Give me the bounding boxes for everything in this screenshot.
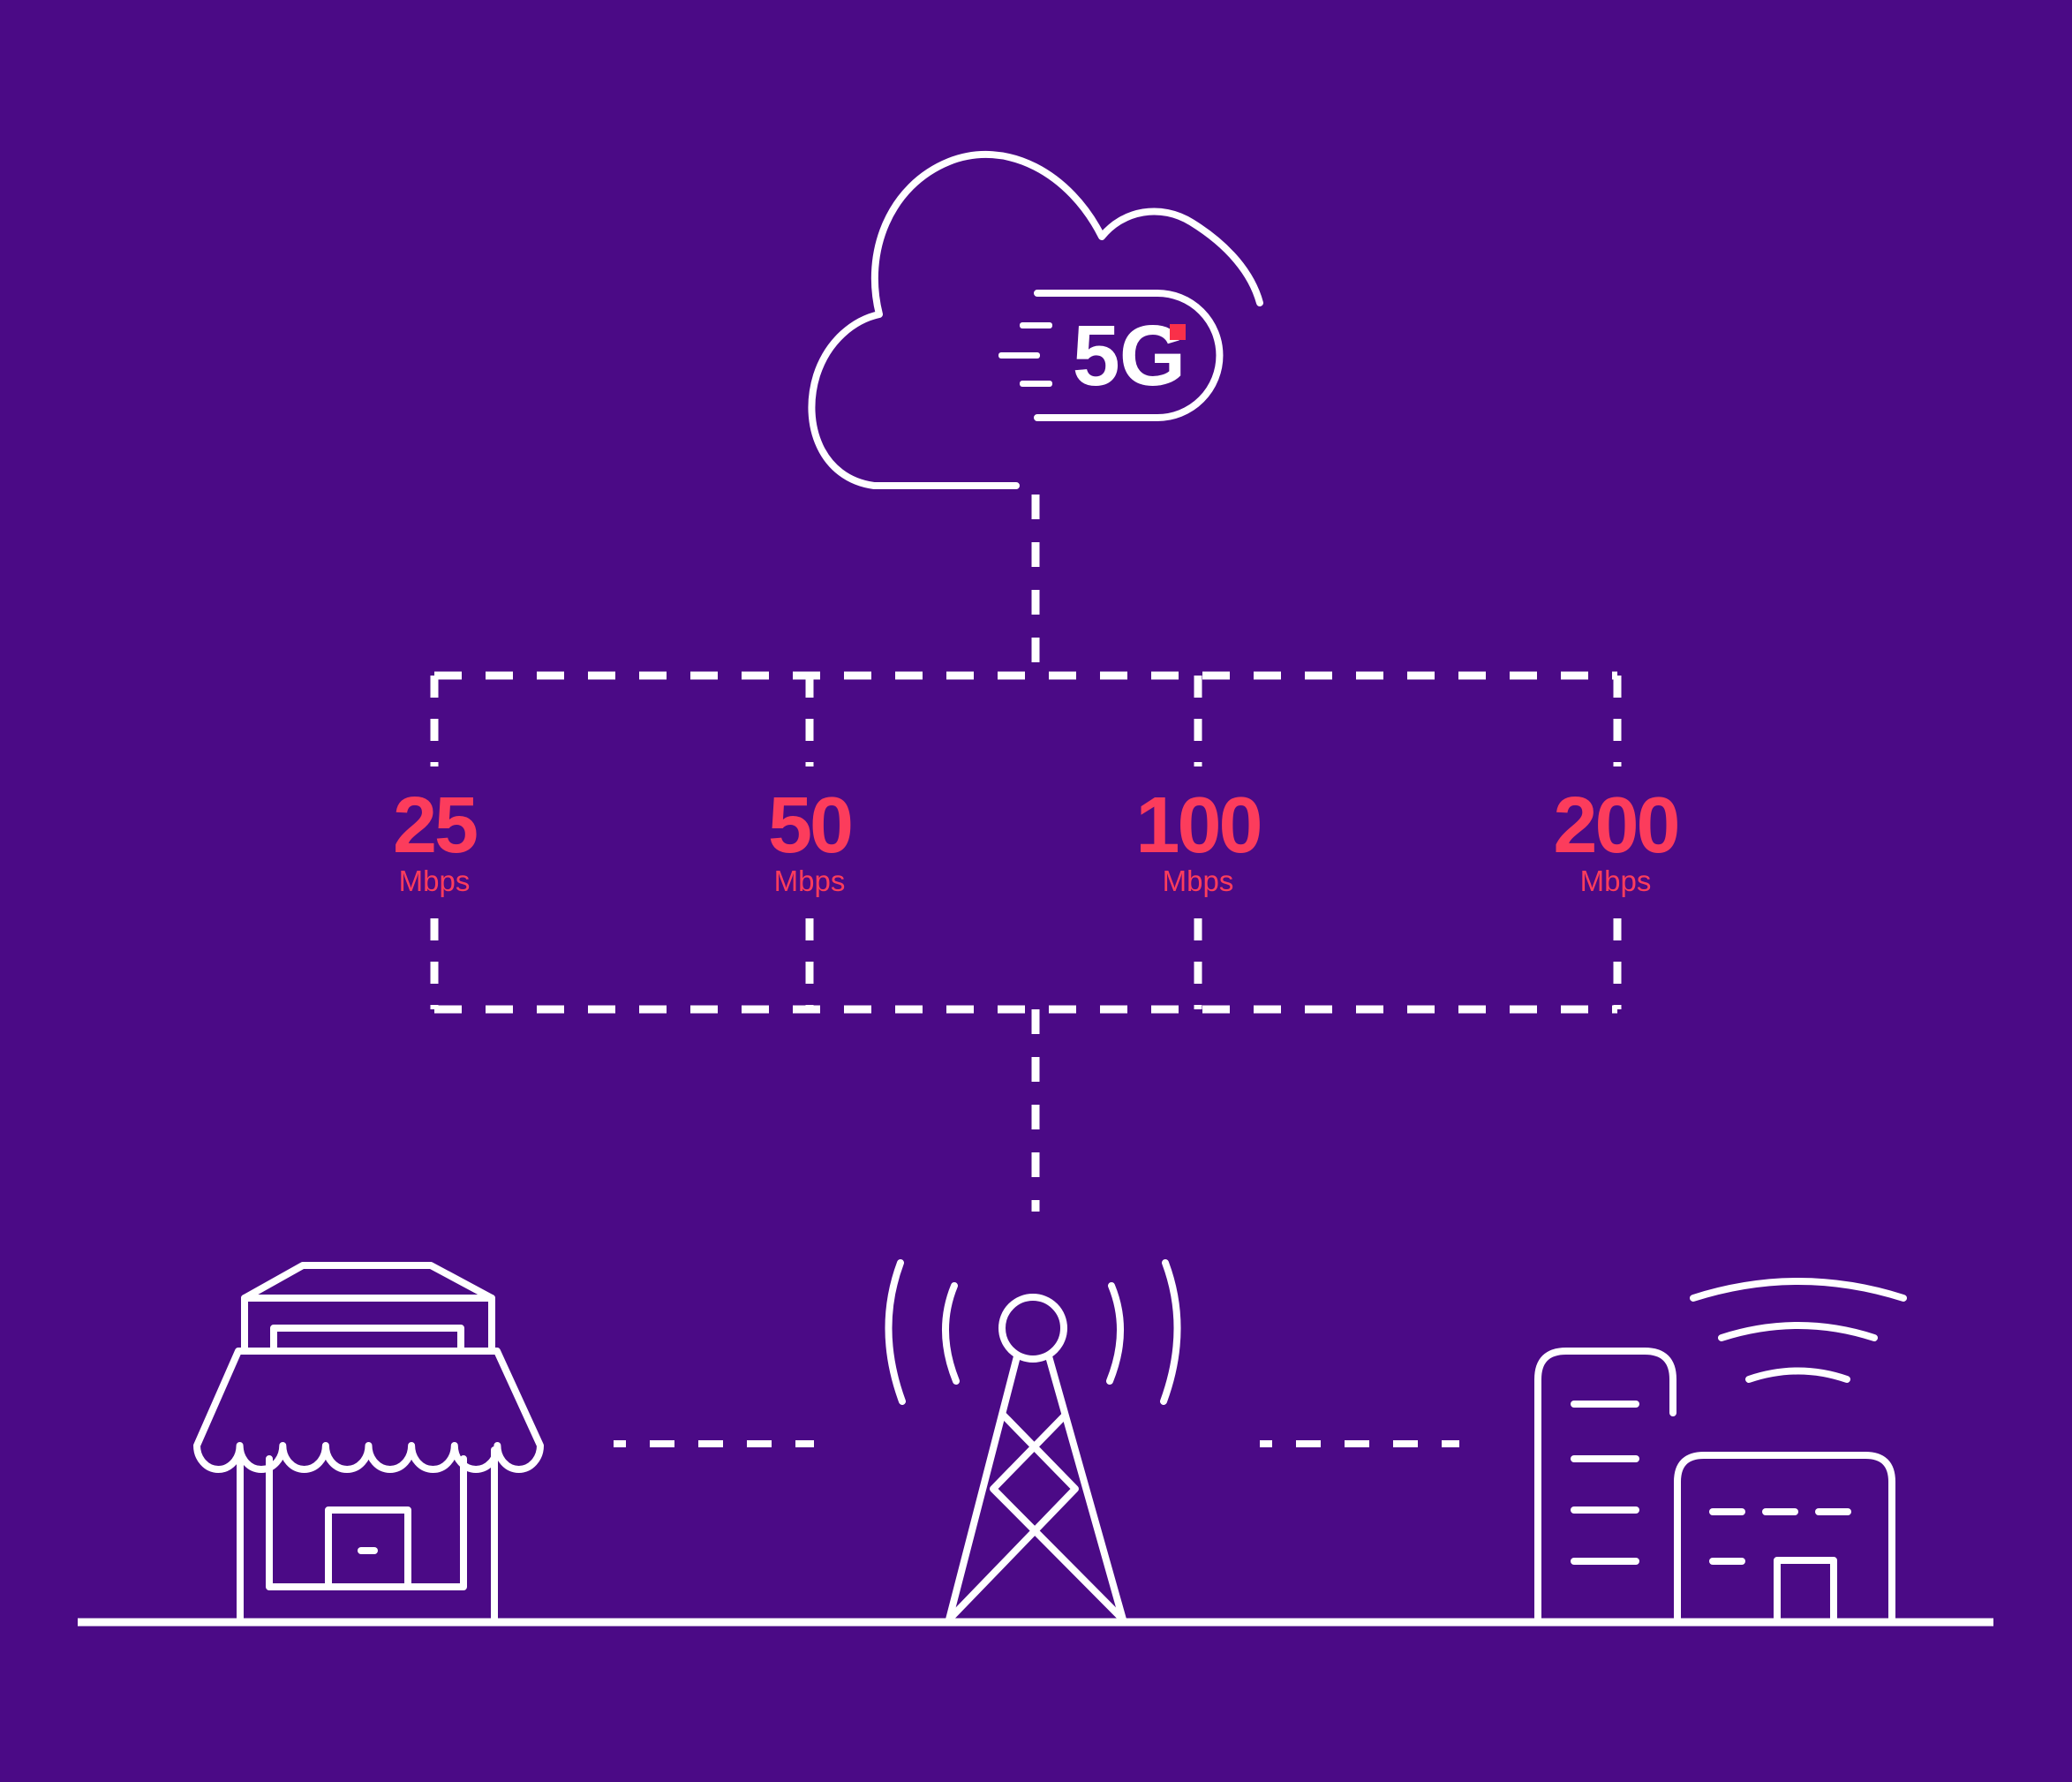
- speed-tier-200: 200 Mbps: [1553, 782, 1680, 897]
- logo-red-square-icon: [1170, 324, 1186, 340]
- speed-value: 200: [1553, 782, 1680, 870]
- speed-tier-50: 50 Mbps: [767, 782, 854, 897]
- speed-unit: Mbps: [1162, 865, 1234, 897]
- speed-unit: Mbps: [773, 865, 846, 897]
- office-buildings-icon: [1534, 1348, 1895, 1626]
- tier-grid-dashed-box: [430, 671, 1622, 1014]
- fiveg-logo-text: 5G: [1072, 306, 1186, 404]
- speed-unit: Mbps: [398, 865, 471, 897]
- wifi-icon: [1690, 1278, 1907, 1383]
- speed-tier-25: 25 Mbps: [392, 782, 478, 897]
- speed-value: 25: [392, 782, 478, 870]
- speed-unit: Mbps: [1579, 865, 1652, 897]
- speed-tier-100: 100 Mbps: [1135, 782, 1262, 897]
- cell-tower-icon: [946, 1294, 1126, 1623]
- fiveg-pill-icon: [1034, 290, 1224, 421]
- speed-value: 50: [767, 782, 854, 870]
- speed-value: 100: [1135, 782, 1262, 870]
- speed-lines-icon: [998, 322, 1052, 387]
- store-door: [325, 1506, 411, 1590]
- storefront-icon: [193, 1262, 544, 1626]
- door-handle-icon: [358, 1547, 378, 1554]
- fiveg-logo: 5G: [1037, 293, 1220, 418]
- signal-waves-icon: [885, 1259, 1181, 1405]
- cloud-icon: [808, 151, 1263, 489]
- building-door: [1774, 1557, 1837, 1623]
